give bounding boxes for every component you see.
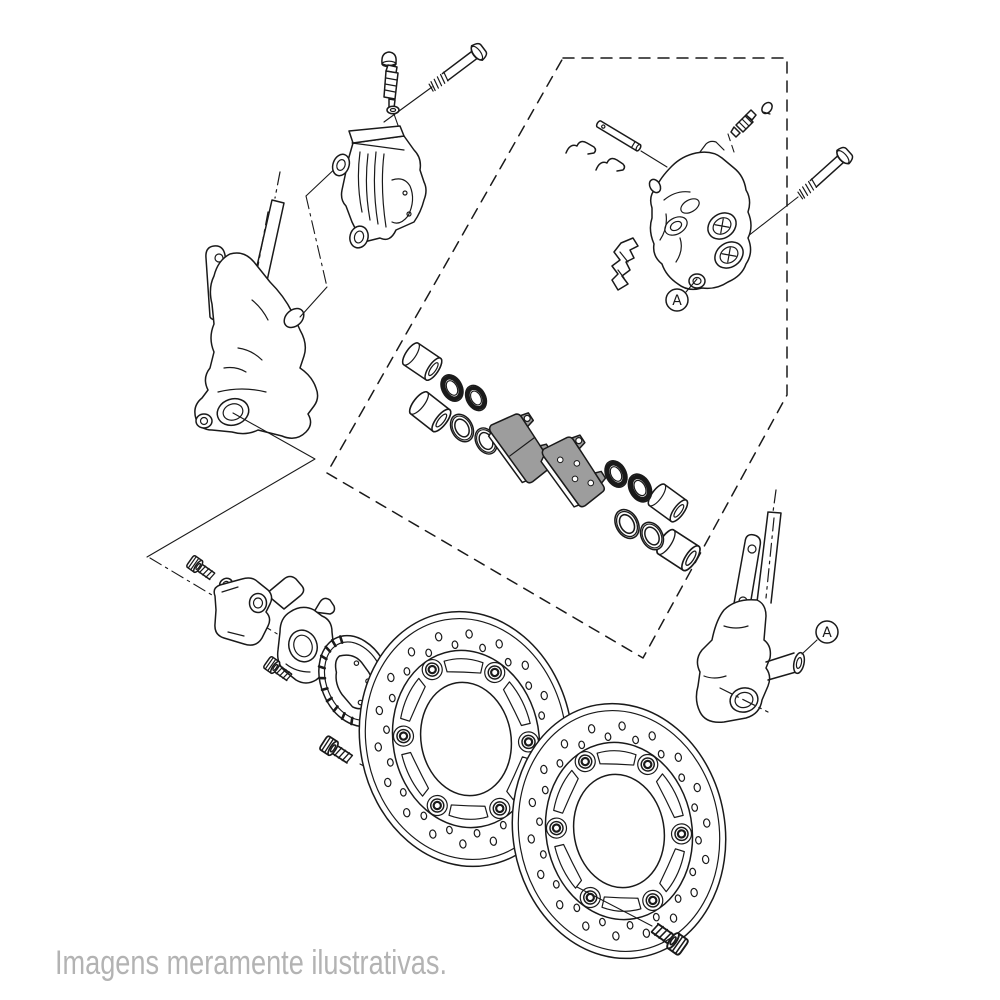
caliper-body-left <box>331 125 427 249</box>
brake-pad-outer <box>487 412 552 484</box>
bleed-washer <box>386 105 400 115</box>
marker-a-fork-label: A <box>822 625 832 641</box>
caliper-body-right <box>648 140 752 291</box>
front-brake-caliper-left <box>331 40 490 249</box>
fork-slider-left <box>194 252 319 439</box>
leader-caliper-to-fork <box>299 162 342 318</box>
fork-caliper-boss-left <box>283 307 305 329</box>
front-fork-left <box>194 171 319 439</box>
marker-a-caliper-circle <box>665 288 689 312</box>
disc-mount-bolt <box>576 886 690 957</box>
marker-a-caliper: A <box>665 278 698 312</box>
caliper-bolt-right <box>742 144 856 241</box>
caliper-mount-bolt-left <box>383 40 490 123</box>
bleed-screw-right <box>730 109 757 138</box>
parts-box-outline <box>326 57 788 659</box>
marker-a-fork-circle <box>815 620 839 644</box>
fork-caliper-boss-right <box>792 651 806 675</box>
wheel-speed-sensor <box>213 575 305 646</box>
speed-sensor-bolt <box>185 554 218 583</box>
bleed-screw <box>383 64 399 109</box>
brake-pad-inner <box>540 434 607 508</box>
bleed-valve-cap-right <box>761 101 773 115</box>
caption: Imagens meramente ilustrativas. <box>55 944 447 982</box>
fork-axle-hole-left <box>216 397 250 427</box>
front-fork-right <box>695 489 806 724</box>
brake-caliper-right: A <box>565 101 856 312</box>
marker-a-fork: A <box>801 620 839 655</box>
marker-a-caliper-label: A <box>672 293 682 309</box>
pad-pin <box>595 120 642 152</box>
pad-spring <box>611 237 639 291</box>
pad-clips <box>565 140 626 172</box>
